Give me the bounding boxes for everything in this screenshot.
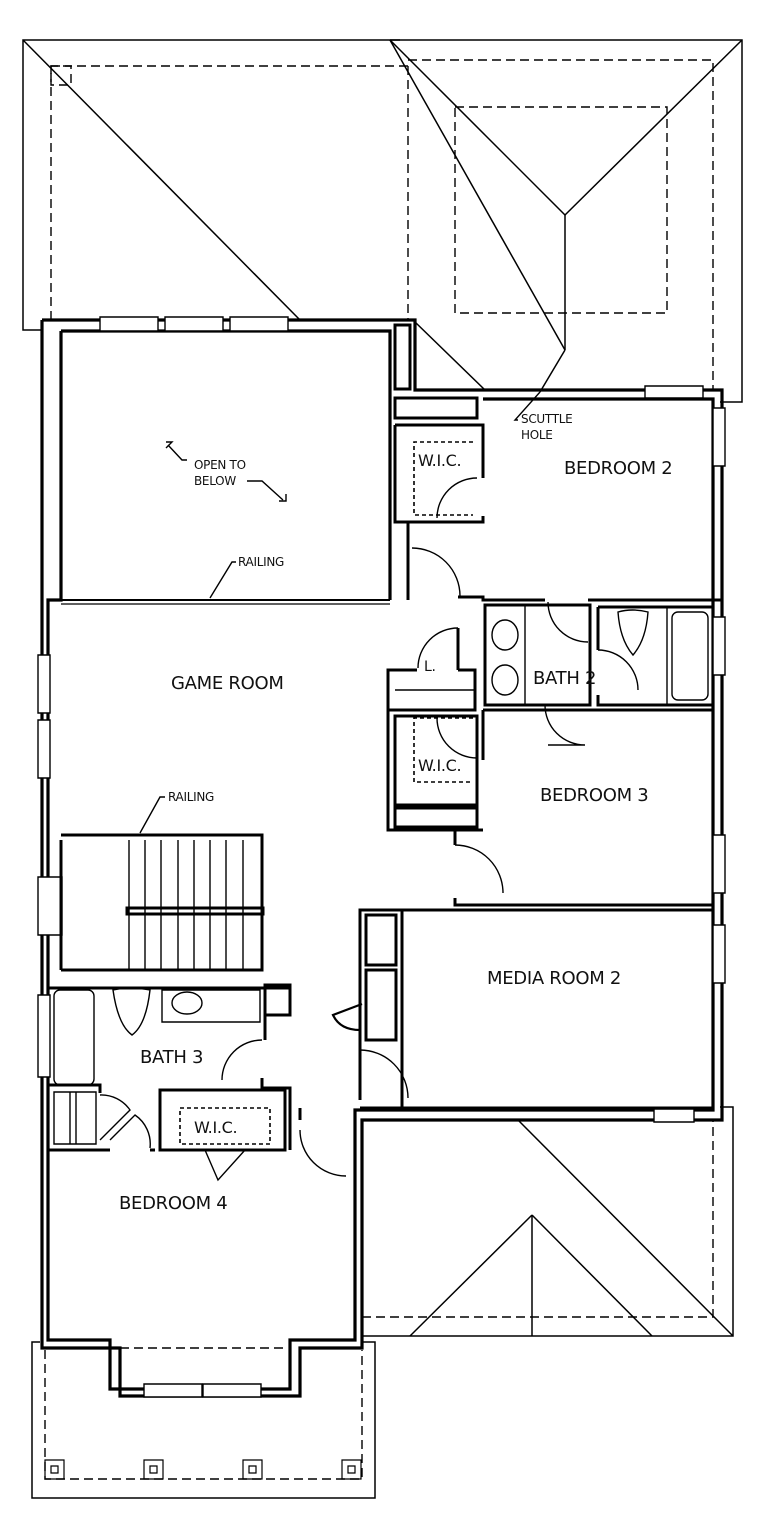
leader-lines: [140, 392, 540, 833]
fixtures: [54, 610, 708, 1144]
scuttle-hole-label-line1: SCUTTLE: [521, 412, 573, 426]
open-to-below-label-line2: BELOW: [194, 474, 236, 488]
porch-columns: [45, 1460, 361, 1479]
bath-2-label: BATH 2: [533, 668, 597, 689]
scuttle-hole-label-line2: HOLE: [521, 428, 553, 442]
bedroom-2-label: BEDROOM 2: [564, 458, 673, 479]
media-room-2-label: MEDIA ROOM 2: [487, 968, 622, 989]
bath-3-label: BATH 3: [140, 1047, 204, 1068]
interior-walls: [48, 325, 722, 1150]
closet-shelving: [180, 442, 473, 1144]
game-room-label: GAME ROOM: [171, 673, 284, 694]
railing-label-upper: RAILING: [238, 555, 284, 569]
bedroom-4-label: BEDROOM 4: [119, 1193, 228, 1214]
roof-outlines: [23, 40, 742, 1498]
stair-treads: [129, 840, 243, 970]
linen-closet-label: L.: [424, 659, 436, 675]
windows: [38, 317, 725, 1397]
bedroom-3-label: BEDROOM 3: [540, 785, 649, 806]
wic-label-bedroom-3: W.I.C.: [418, 756, 462, 775]
open-to-below-label-line1: OPEN TO: [194, 458, 246, 472]
wic-label-bedroom-2: W.I.C.: [418, 451, 462, 470]
wic-label-bedroom-4: W.I.C.: [194, 1118, 238, 1137]
overhang-dashed-lines: [45, 60, 713, 1479]
door-swings: [100, 478, 638, 1180]
exterior-walls: [42, 320, 722, 1396]
railing-label-stairs: RAILING: [168, 790, 214, 804]
